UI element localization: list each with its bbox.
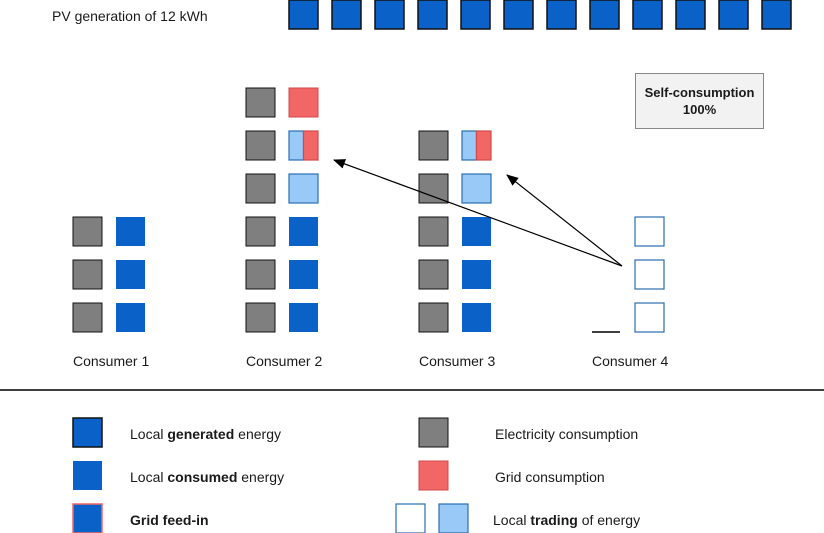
legend-label-trading: Local trading of energy	[493, 512, 641, 528]
pv-generation-block	[460, 0, 491, 30]
pv-generation-row	[288, 0, 792, 30]
consumer-label: Consumer 1	[73, 353, 149, 369]
consumption-block	[72, 259, 103, 290]
trading-out-block	[634, 302, 665, 333]
pv-generation-block	[331, 0, 362, 30]
consumed-block	[462, 303, 491, 332]
pv-generation-block	[503, 0, 534, 30]
consumption-block	[245, 259, 276, 290]
consumption-block	[418, 259, 449, 290]
consumed-block	[462, 260, 491, 289]
consumption-block	[245, 130, 276, 161]
pv-generation-block	[288, 0, 319, 30]
consumption-block	[418, 216, 449, 247]
consumption-block	[418, 302, 449, 333]
consumption-block	[245, 216, 276, 247]
pv-generation-block	[718, 0, 749, 30]
consumption-block	[245, 302, 276, 333]
trade-arrow-to-consumer-3	[506, 174, 623, 267]
split-grid-part	[302, 130, 319, 161]
consumed-block	[289, 303, 318, 332]
legend-label-electricity: Electricity consumption	[495, 426, 639, 442]
trade-arrow-to-consumer-2	[333, 159, 623, 267]
grid-block	[288, 87, 319, 118]
consumption-block	[72, 216, 103, 247]
consumed-block	[116, 217, 145, 246]
split-grid-part	[475, 130, 492, 161]
trading-in-block	[288, 173, 319, 204]
legend-label-consumed: Local consumed energy	[130, 469, 285, 485]
consumption-block	[245, 87, 276, 118]
legend-label-feed-in: Grid feed-in	[130, 512, 209, 528]
consumption-block	[418, 130, 449, 161]
legend-swatch-trading-out	[395, 503, 426, 533]
consumption-block	[72, 302, 103, 333]
consumption-block	[245, 173, 276, 204]
consumer-label: Consumer 3	[419, 353, 495, 369]
split-trading-part	[288, 130, 305, 161]
trading-in-block	[461, 173, 492, 204]
legend-swatch-generated	[72, 417, 103, 448]
pv-generation-block	[546, 0, 577, 30]
legend-label-grid: Grid consumption	[495, 469, 605, 485]
pv-generation-block	[589, 0, 620, 30]
legend-swatch-trading-in	[438, 503, 469, 533]
consumed-block	[116, 260, 145, 289]
trading-out-block	[634, 216, 665, 247]
consumers-area: Consumer 1 Consumer 2 Consumer 3 Consumer 4	[72, 87, 668, 369]
pv-generation-block	[417, 0, 448, 30]
consumed-block	[116, 303, 145, 332]
pv-generation-block	[675, 0, 706, 30]
trading-out-block	[634, 259, 665, 290]
consumed-block	[289, 260, 318, 289]
legend-swatch-grid	[418, 460, 449, 491]
legend-swatch-consumed	[73, 461, 102, 490]
self-consumption-label: Self-consumption	[644, 85, 755, 100]
consumed-block	[289, 217, 318, 246]
self-consumption-box: Self-consumption 100%	[635, 73, 764, 129]
pv-generation-block	[374, 0, 405, 30]
consumer-label: Consumer 4	[592, 353, 668, 369]
consumption-block	[418, 173, 449, 204]
self-consumption-value: 100%	[682, 102, 717, 117]
consumer-label: Consumer 2	[246, 353, 322, 369]
legend-label-generated: Local generated energy	[130, 426, 281, 442]
pv-generation-title: PV generation of 12 kWh	[52, 8, 208, 24]
pv-generation-block	[761, 0, 792, 30]
legend-swatch-electricity	[418, 417, 449, 448]
legend-swatch-feed-in	[72, 503, 103, 533]
consumed-block	[462, 217, 491, 246]
split-trading-part	[461, 130, 478, 161]
pv-generation-block	[632, 0, 663, 30]
